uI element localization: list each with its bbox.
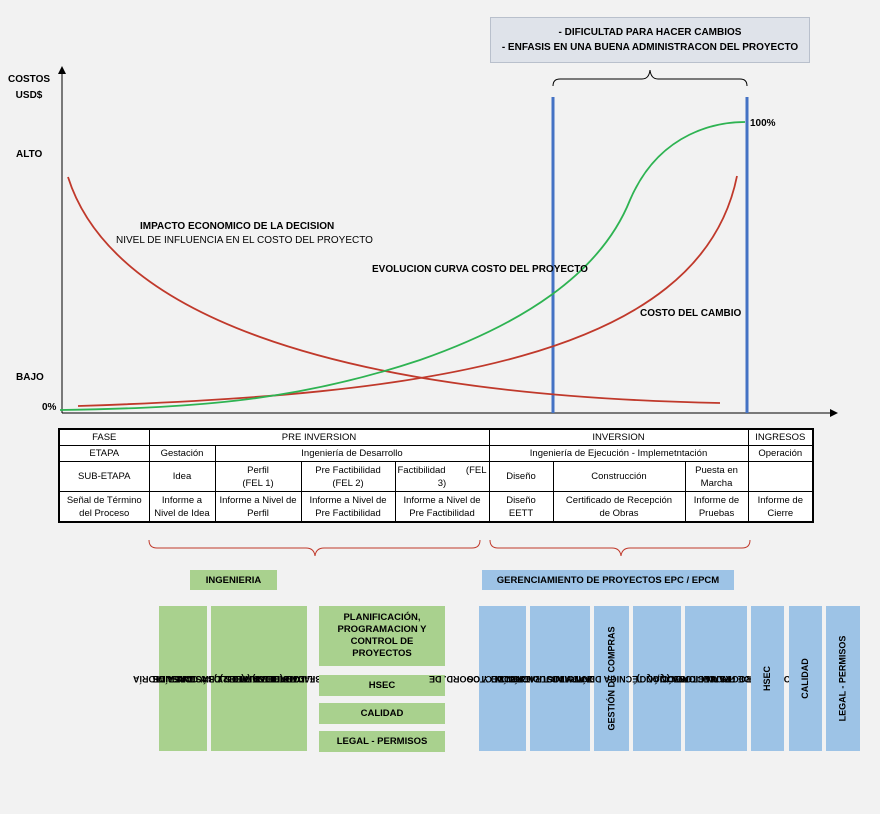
ger-hsec-box: HSEC bbox=[751, 606, 784, 751]
fase-ingresos: INGRESOS bbox=[747, 428, 814, 446]
lower-braces bbox=[148, 539, 751, 557]
y-axis-label: COSTOS USD$ bbox=[8, 74, 51, 101]
etapa-ing-desarrollo: Ingeniería de Desarrollo bbox=[214, 445, 490, 462]
callout-line-2: - ENFASIS EN UNA BUENA ADMINISTRACON DEL… bbox=[501, 42, 799, 53]
alto-label: ALTO bbox=[16, 149, 43, 160]
callout-line-1: - DIFICULTAD PARA HACER CAMBIOS bbox=[558, 27, 742, 38]
sub-ingresos-empty bbox=[747, 461, 814, 492]
ing-legal-box: LEGAL - PERMISOS bbox=[319, 731, 445, 752]
ger-calidad-box: CALIDAD bbox=[789, 606, 822, 751]
sub-idea: Idea bbox=[148, 461, 216, 492]
etapa-label: ETAPA bbox=[58, 445, 150, 462]
row-fase: FASE PRE INVERSION INVERSION INGRESOS bbox=[58, 428, 814, 446]
sub-diseno: Diseño bbox=[488, 461, 554, 492]
cost-influence-diagram bbox=[58, 66, 838, 417]
sub-perfil: Perfil(FEL 1) bbox=[214, 461, 302, 492]
ger-legal-box: LEGAL - PERMISOS bbox=[826, 606, 860, 751]
brace-ingenieria bbox=[148, 539, 481, 557]
ingenieria-header: INGENIERIA bbox=[190, 570, 277, 590]
row-etapa: ETAPA Gestación Ingeniería de Desarrollo… bbox=[58, 445, 814, 462]
row-sub-etapa: SUB-ETAPA Idea Perfil(FEL 1) Pre Factibi… bbox=[58, 461, 814, 492]
top-brace bbox=[552, 69, 748, 87]
fase-inversion: INVERSION bbox=[488, 428, 749, 446]
etapa-ing-ejecucion: Ingeniería de Ejecución - Implemetntació… bbox=[488, 445, 749, 462]
fase-pre-inversion: PRE INVERSION bbox=[148, 428, 490, 446]
fase-label: FASE bbox=[58, 428, 150, 446]
callout-box: - DIFICULTAD PARA HACER CAMBIOS - ENFASI… bbox=[490, 17, 810, 63]
impacto-annotation: IMPACTO ECONOMICO DE LA DECISION NIVEL D… bbox=[116, 221, 373, 246]
etapa-operacion: Operación bbox=[747, 445, 814, 462]
project-cost-curve bbox=[59, 121, 746, 411]
sub-etapa-label: SUB-ETAPA bbox=[58, 461, 150, 492]
evolucion-annotation: EVOLUCION CURVA COSTO DEL PROYECTO bbox=[372, 264, 588, 275]
hundred-label: 100% bbox=[750, 118, 776, 129]
bajo-label: BAJO bbox=[16, 372, 44, 383]
ger-compras-box: GESTIÓN DE COMPRAS bbox=[594, 606, 629, 751]
ing-hsec-box: HSEC bbox=[319, 675, 445, 696]
sub-pre-factibilidad: Pre Factibilidad(FEL 2) bbox=[300, 461, 396, 492]
brace-gerenciamiento bbox=[489, 539, 751, 557]
etapa-gestacion: Gestación bbox=[148, 445, 216, 462]
ing-calidad-box: CALIDAD bbox=[319, 703, 445, 724]
gerenciamiento-header: GERENCIAMIENTO DE PROYECTOS EPC / EPCM bbox=[482, 570, 734, 590]
influence-curve bbox=[67, 176, 721, 404]
cost-of-change-curve bbox=[77, 175, 738, 407]
phase-table: FASE PRE INVERSION INVERSION INGRESOS ET… bbox=[58, 428, 815, 523]
zero-label: 0% bbox=[42, 402, 57, 413]
costo-cambio-annotation: COSTO DEL CAMBIO bbox=[640, 308, 742, 319]
sub-construccion: Construcción bbox=[552, 461, 686, 492]
